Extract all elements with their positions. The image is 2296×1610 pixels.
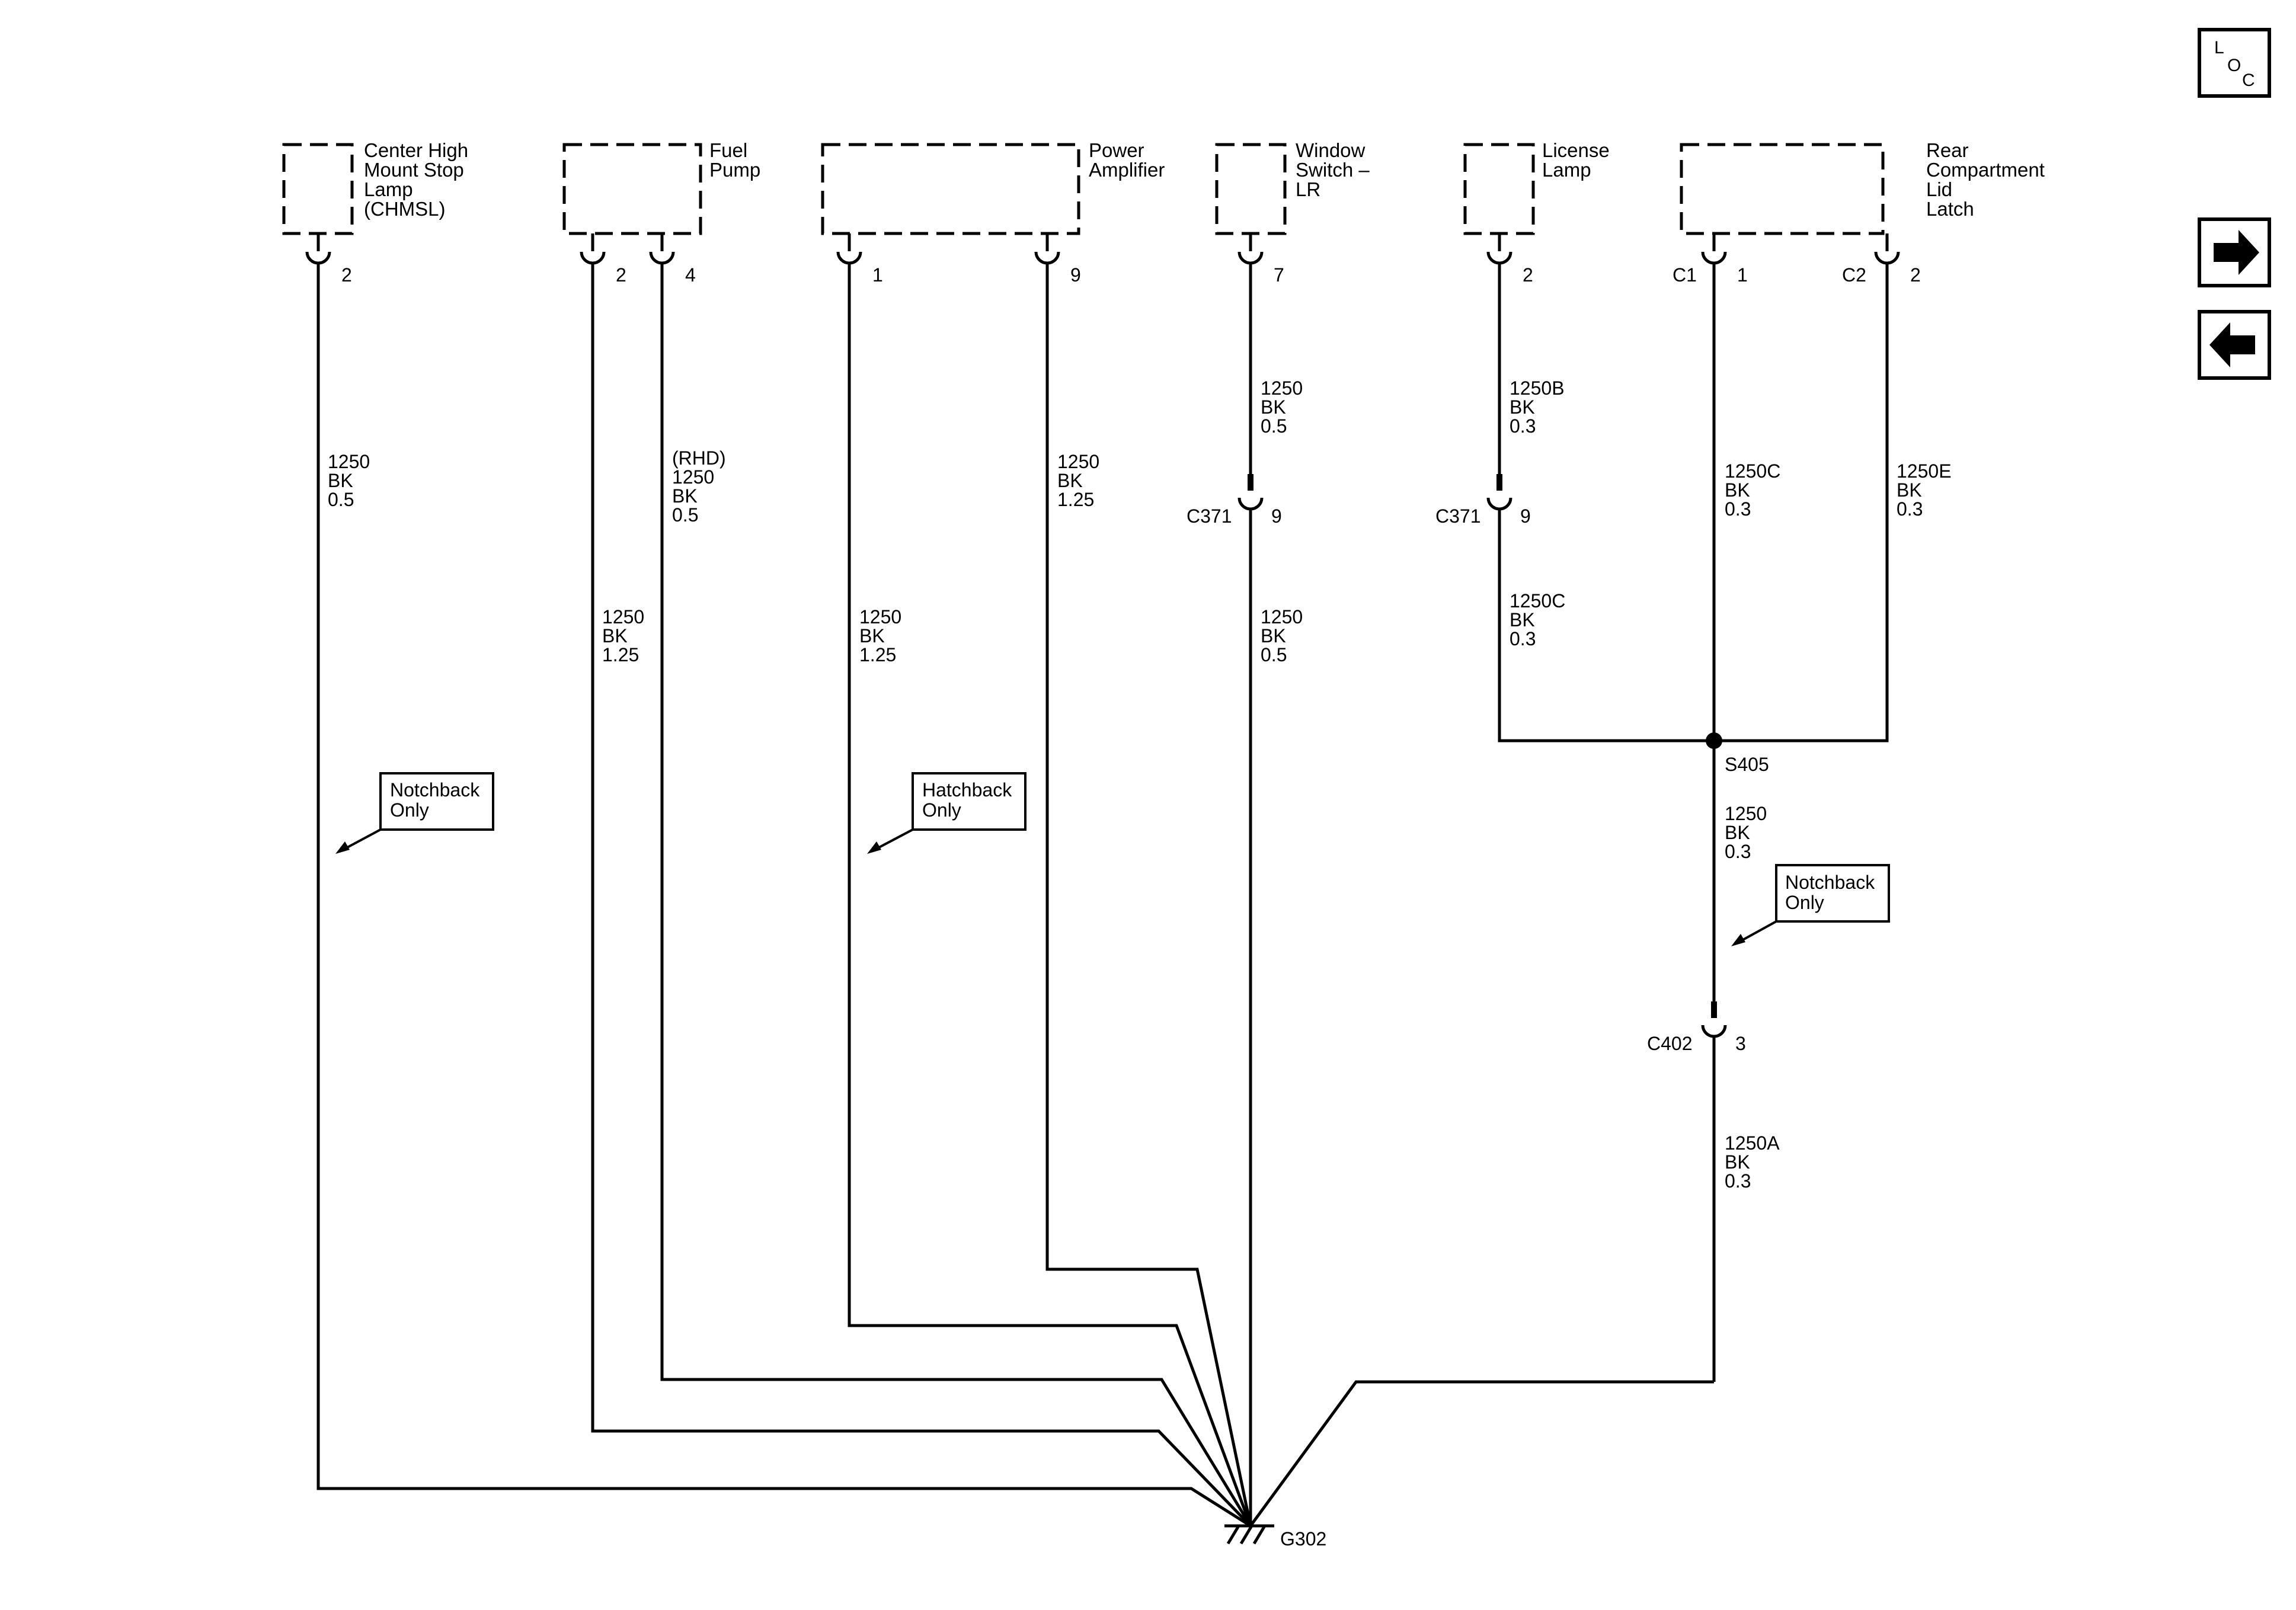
rear-latch-component-box bbox=[1680, 143, 1885, 235]
power-amplifier-component-box bbox=[821, 143, 1080, 235]
inline-connectors bbox=[1237, 474, 1727, 1038]
latch-c1-connector: C1 bbox=[1673, 264, 1697, 286]
note-arrowheads bbox=[335, 841, 1745, 946]
splice-s405-label: S405 bbox=[1725, 754, 1769, 775]
ground-g302-symbol bbox=[1224, 1524, 1274, 1545]
next-page-button[interactable] bbox=[2198, 217, 2271, 287]
notchback-note-2-box bbox=[1775, 864, 1890, 923]
pin-amp-9: 9 bbox=[1070, 264, 1081, 286]
window-switch-component-box bbox=[1215, 143, 1287, 235]
arrow-left-icon bbox=[2209, 322, 2255, 367]
pin-latch-2: 2 bbox=[1910, 264, 1921, 286]
loc-letter-l: L bbox=[2214, 38, 2224, 57]
c402-name: C402 bbox=[1647, 1033, 1693, 1054]
arrow-right-icon bbox=[2214, 230, 2259, 275]
pin-latch-1: 1 bbox=[1737, 264, 1748, 286]
pin-amp-1: 1 bbox=[872, 264, 883, 286]
pin-chmsl: 2 bbox=[341, 264, 352, 286]
chmsl-component-box bbox=[282, 143, 354, 235]
previous-page-button[interactable] bbox=[2198, 310, 2271, 380]
notchback-note-1-box bbox=[379, 772, 494, 831]
pin-window-7: 7 bbox=[1274, 264, 1284, 286]
c371-license-pin: 9 bbox=[1520, 505, 1531, 527]
ground-g302-label: G302 bbox=[1280, 1528, 1326, 1550]
pin-fuel-4: 4 bbox=[685, 264, 696, 286]
pin-fuel-2: 2 bbox=[616, 264, 626, 286]
loc-letter-o: O bbox=[2227, 56, 2241, 75]
pin-connectors bbox=[305, 233, 1900, 265]
c402-pin: 3 bbox=[1735, 1033, 1746, 1054]
hatchback-note-box bbox=[912, 772, 1027, 831]
loc-button[interactable]: L O C bbox=[2198, 28, 2271, 98]
loc-letter-c: C bbox=[2242, 71, 2255, 90]
wires bbox=[316, 263, 1889, 1528]
pin-license-2: 2 bbox=[1523, 264, 1533, 286]
c371-window-name: C371 bbox=[1187, 505, 1232, 527]
c371-window-pin: 9 bbox=[1271, 505, 1282, 527]
latch-c2-connector: C2 bbox=[1842, 264, 1866, 286]
license-lamp-component-box bbox=[1463, 143, 1535, 235]
splice-s405-dot bbox=[1706, 732, 1722, 749]
fuel-pump-component-box bbox=[562, 143, 702, 235]
pin-labels: 2 2 4 1 9 7 2 C1 1 C2 2 C371 9 C371 9 C4… bbox=[341, 264, 1921, 1550]
c371-license-name: C371 bbox=[1435, 505, 1481, 527]
